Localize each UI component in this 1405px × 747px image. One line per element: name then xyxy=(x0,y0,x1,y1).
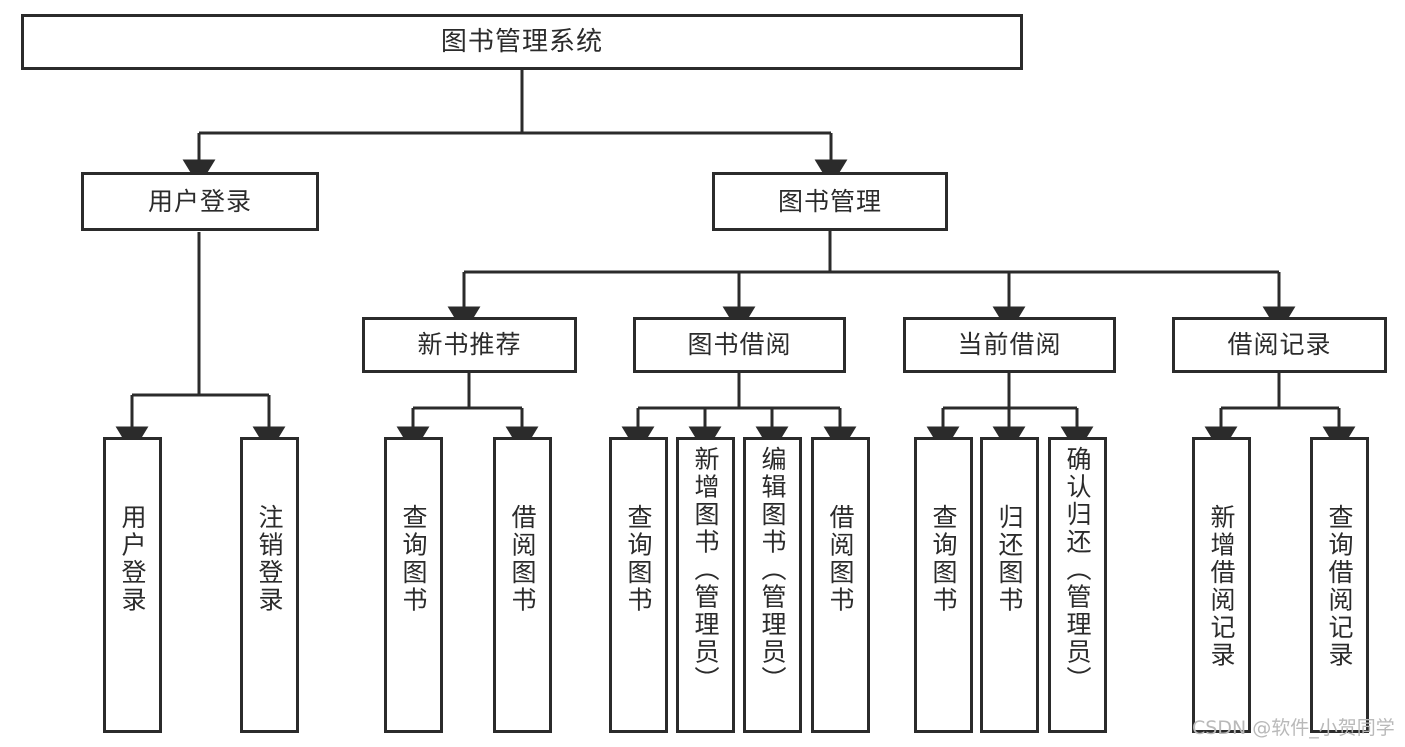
node-label: 新增借阅记录 xyxy=(1207,504,1236,669)
leaf-current-confirm-return-admin[interactable]: 确认归还（管理员） xyxy=(1048,437,1107,733)
node-book-borrow[interactable]: 图书借阅 xyxy=(633,317,846,373)
node-label: 用户登录 xyxy=(147,186,252,216)
node-label: 图书借阅 xyxy=(687,330,792,360)
node-label: 归还图书 xyxy=(995,504,1024,614)
node-label: 图书管理系统 xyxy=(440,26,604,57)
node-user-login[interactable]: 用户登录 xyxy=(81,172,319,231)
node-label: 新书推荐 xyxy=(417,330,522,360)
node-label: 查询借阅记录 xyxy=(1325,504,1354,669)
node-label: 编辑图书（管理员） xyxy=(758,446,787,694)
node-label: 借阅图书 xyxy=(508,504,537,614)
leaf-borrow-query-book[interactable]: 查询图书 xyxy=(609,437,668,733)
node-label: 注销登录 xyxy=(255,504,284,614)
node-label: 查询图书 xyxy=(624,504,653,614)
node-current-borrow[interactable]: 当前借阅 xyxy=(903,317,1116,373)
leaf-borrow-add-book-admin[interactable]: 新增图书（管理员） xyxy=(676,437,735,733)
node-borrow-records[interactable]: 借阅记录 xyxy=(1172,317,1387,373)
watermark-text: CSDN @软件_小贺同学 xyxy=(1192,717,1395,739)
node-label: 用户登录 xyxy=(118,504,147,614)
node-root-system[interactable]: 图书管理系统 xyxy=(21,14,1023,70)
node-label: 借阅图书 xyxy=(826,504,855,614)
node-label: 查询图书 xyxy=(399,504,428,614)
node-label: 新增图书（管理员） xyxy=(691,446,720,694)
leaf-new-book-query[interactable]: 查询图书 xyxy=(384,437,443,733)
node-label: 确认归还（管理员） xyxy=(1063,446,1092,694)
leaf-user-login-signin[interactable]: 用户登录 xyxy=(103,437,162,733)
node-label: 借阅记录 xyxy=(1227,330,1332,360)
leaf-borrow-edit-book-admin[interactable]: 编辑图书（管理员） xyxy=(743,437,802,733)
node-book-management[interactable]: 图书管理 xyxy=(712,172,948,231)
leaf-records-query-record[interactable]: 查询借阅记录 xyxy=(1310,437,1369,733)
node-label: 图书管理 xyxy=(777,186,882,216)
leaf-borrow-borrow-book[interactable]: 借阅图书 xyxy=(811,437,870,733)
node-label: 查询图书 xyxy=(929,504,958,614)
leaf-user-login-signout[interactable]: 注销登录 xyxy=(240,437,299,733)
node-new-book-recommend[interactable]: 新书推荐 xyxy=(362,317,577,373)
leaf-current-return-book[interactable]: 归还图书 xyxy=(980,437,1039,733)
node-label: 当前借阅 xyxy=(957,330,1062,360)
leaf-records-add-record[interactable]: 新增借阅记录 xyxy=(1192,437,1251,733)
leaf-new-book-borrow[interactable]: 借阅图书 xyxy=(493,437,552,733)
leaf-current-query-book[interactable]: 查询图书 xyxy=(914,437,973,733)
